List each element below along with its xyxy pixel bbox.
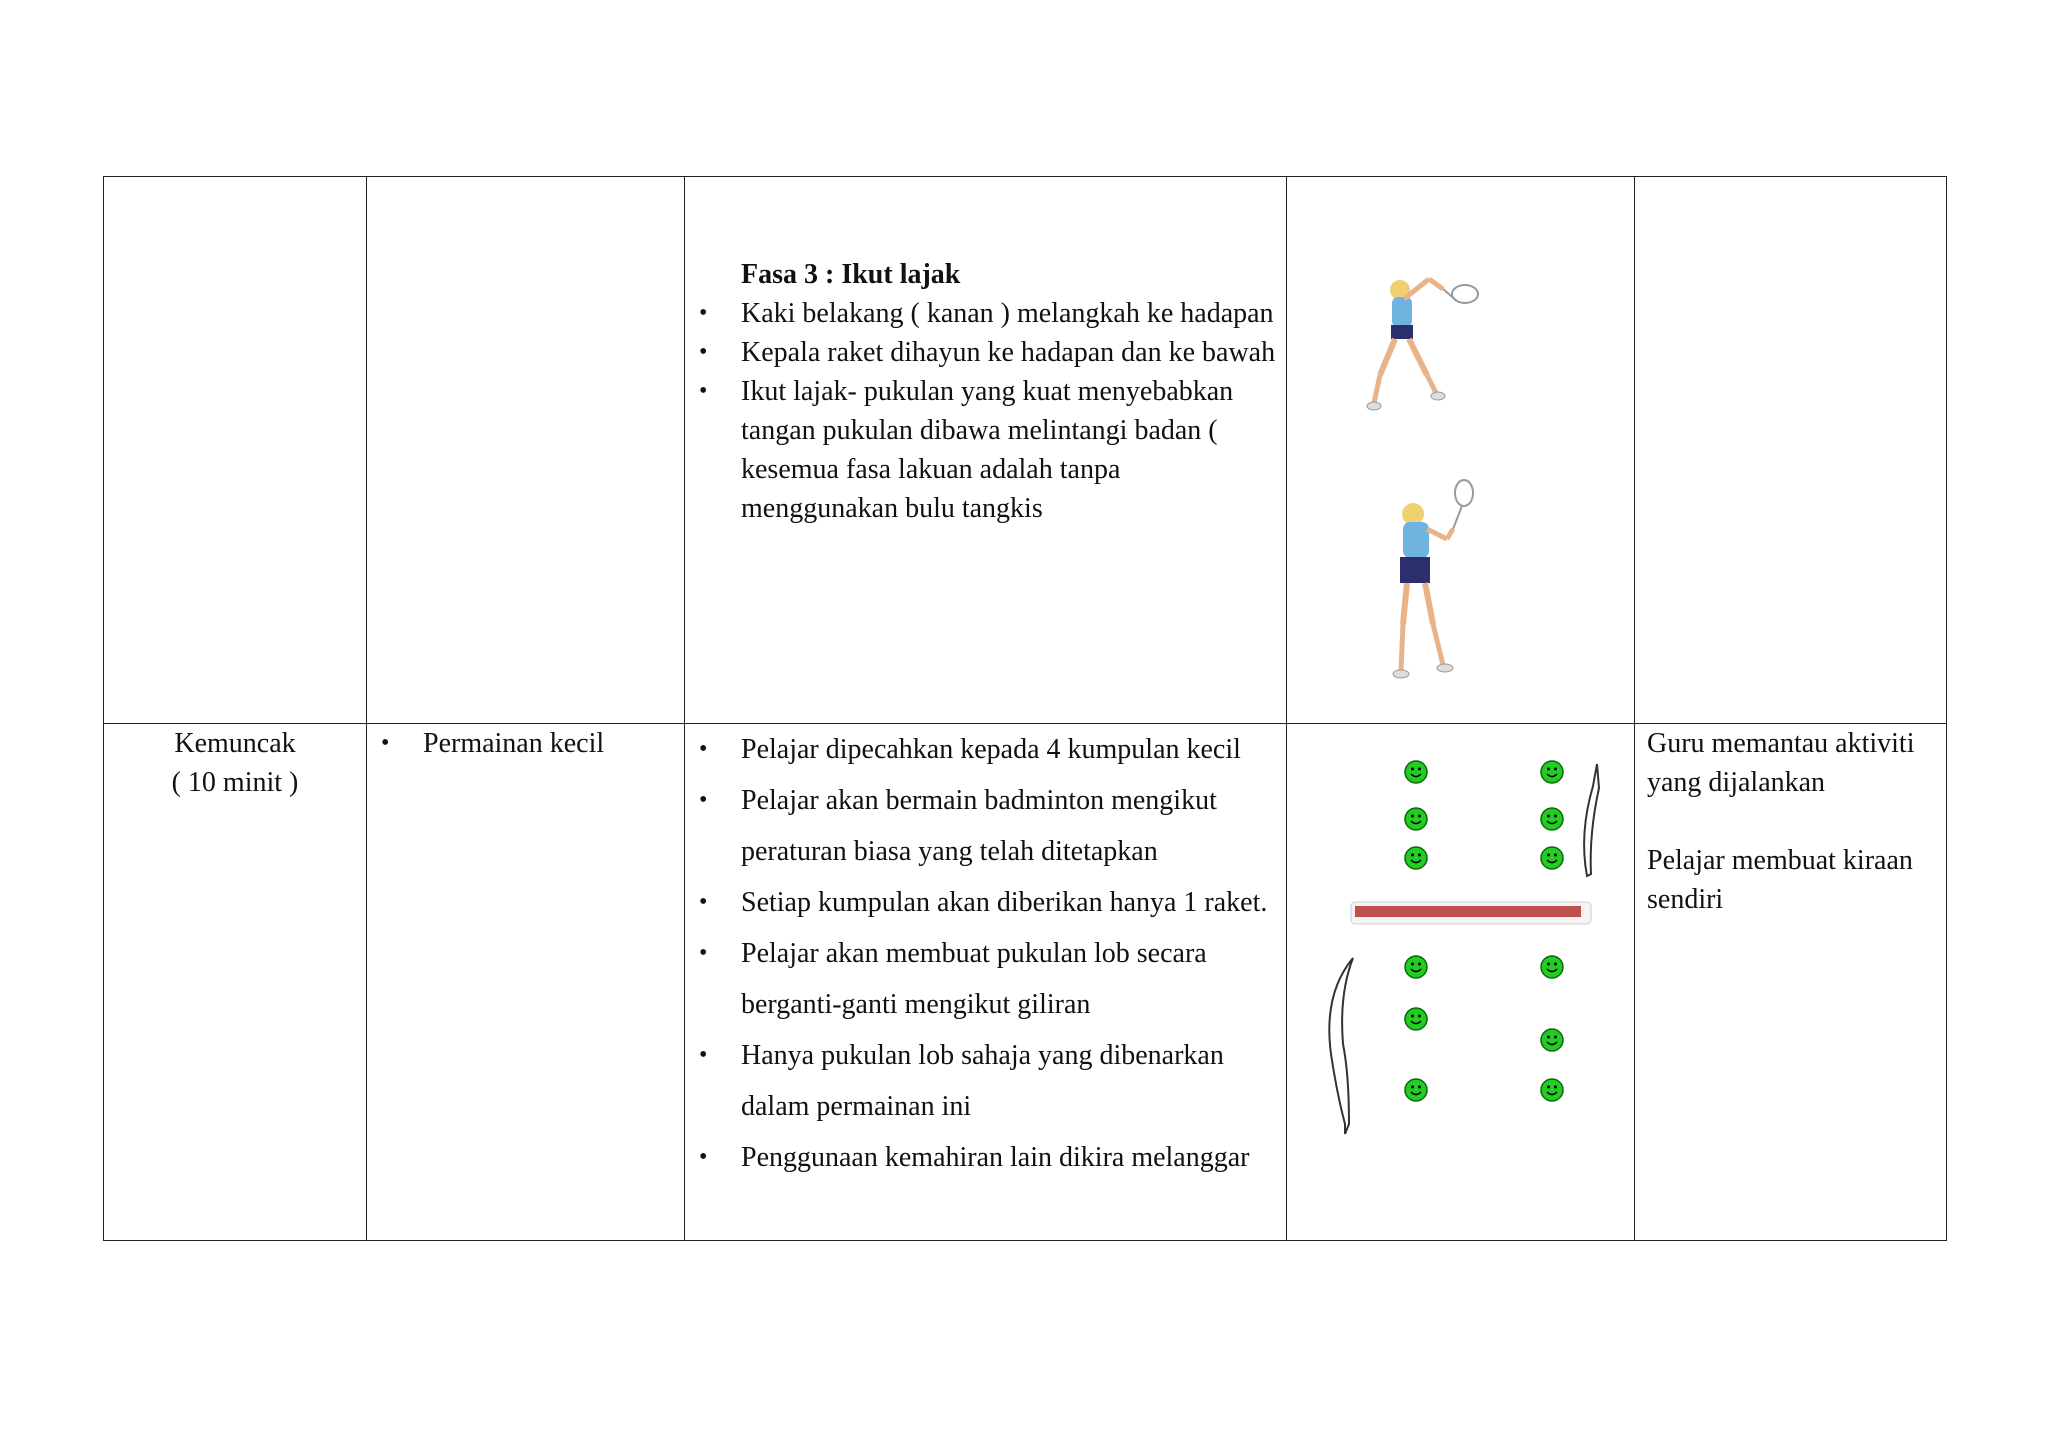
notes-cell	[1634, 176, 1947, 724]
activity-cell: Permainan kecil	[366, 723, 685, 1241]
smiley-icon	[1540, 807, 1564, 831]
net-icon	[1350, 901, 1592, 925]
table-row: Kemuncak ( 10 minit ) Permainan kecil Pe…	[103, 723, 1947, 1241]
smiley-icon	[1540, 760, 1564, 784]
smiley-icon	[1404, 846, 1428, 870]
procedure-list: Pelajar dipecahkan kepada 4 kumpulan kec…	[685, 724, 1286, 1183]
list-item: Pelajar akan bermain badminton mengikut …	[685, 775, 1286, 877]
stage-name: Kemuncak	[174, 728, 296, 759]
procedure-cell: Fasa 3 : Ikut lajak Kaki belakang ( kana…	[684, 176, 1287, 724]
smiley-icon	[1540, 1078, 1564, 1102]
curved-arrow-icon	[1583, 763, 1601, 878]
activity-cell	[366, 176, 685, 724]
procedure-cell: Pelajar dipecahkan kepada 4 kumpulan kec…	[684, 723, 1287, 1241]
court-diagram-cell	[1286, 723, 1635, 1241]
illustration-cell	[1286, 176, 1635, 724]
smiley-icon	[1540, 955, 1564, 979]
smiley-icon	[1404, 955, 1428, 979]
list-item: Ikut lajak- pukulan yang kuat menyebabka…	[685, 372, 1276, 528]
phase-list: Kaki belakang ( kanan ) melangkah ke had…	[685, 294, 1276, 528]
list-item: Kepala raket dihayun ke hadapan dan ke b…	[685, 333, 1276, 372]
court-diagram	[1328, 760, 1601, 1135]
player-figure-icon	[1392, 479, 1474, 679]
list-item: Kaki belakang ( kanan ) melangkah ke had…	[685, 294, 1276, 333]
stage-cell	[103, 176, 367, 724]
stage-cell: Kemuncak ( 10 minit )	[103, 723, 367, 1241]
lesson-plan-table: Fasa 3 : Ikut lajak Kaki belakang ( kana…	[103, 176, 1947, 1241]
phase-title: Fasa 3 : Ikut lajak	[741, 259, 961, 290]
note-text: Guru memantau aktiviti yang dijalankan	[1647, 728, 1915, 798]
activity-list: Permainan kecil	[367, 724, 684, 763]
smiley-icon	[1404, 807, 1428, 831]
table-row: Fasa 3 : Ikut lajak Kaki belakang ( kana…	[103, 176, 1947, 724]
stage-time: ( 10 minit )	[171, 767, 299, 798]
badminton-player-illustration	[1366, 276, 1479, 679]
smiley-icon	[1404, 760, 1428, 784]
curved-arrow-icon	[1328, 957, 1354, 1135]
list-item: Penggunaan kemahiran lain dikira melangg…	[685, 1132, 1286, 1183]
list-item: Setiap kumpulan akan diberikan hanya 1 r…	[685, 877, 1286, 928]
note-text: Pelajar membuat kiraan sendiri	[1647, 845, 1913, 915]
list-item: Permainan kecil	[367, 724, 684, 763]
list-item: Pelajar dipecahkan kepada 4 kumpulan kec…	[685, 724, 1286, 775]
smiley-icon	[1540, 1028, 1564, 1052]
smiley-icon	[1404, 1007, 1428, 1031]
list-item: Hanya pukulan lob sahaja yang dibenarkan…	[685, 1030, 1286, 1132]
list-item: Pelajar akan membuat pukulan lob secara …	[685, 928, 1286, 1030]
smiley-icon	[1404, 1078, 1428, 1102]
notes-cell: Guru memantau aktiviti yang dijalankan P…	[1634, 723, 1947, 1241]
smiley-icon	[1540, 846, 1564, 870]
player-figure-icon	[1366, 276, 1479, 411]
